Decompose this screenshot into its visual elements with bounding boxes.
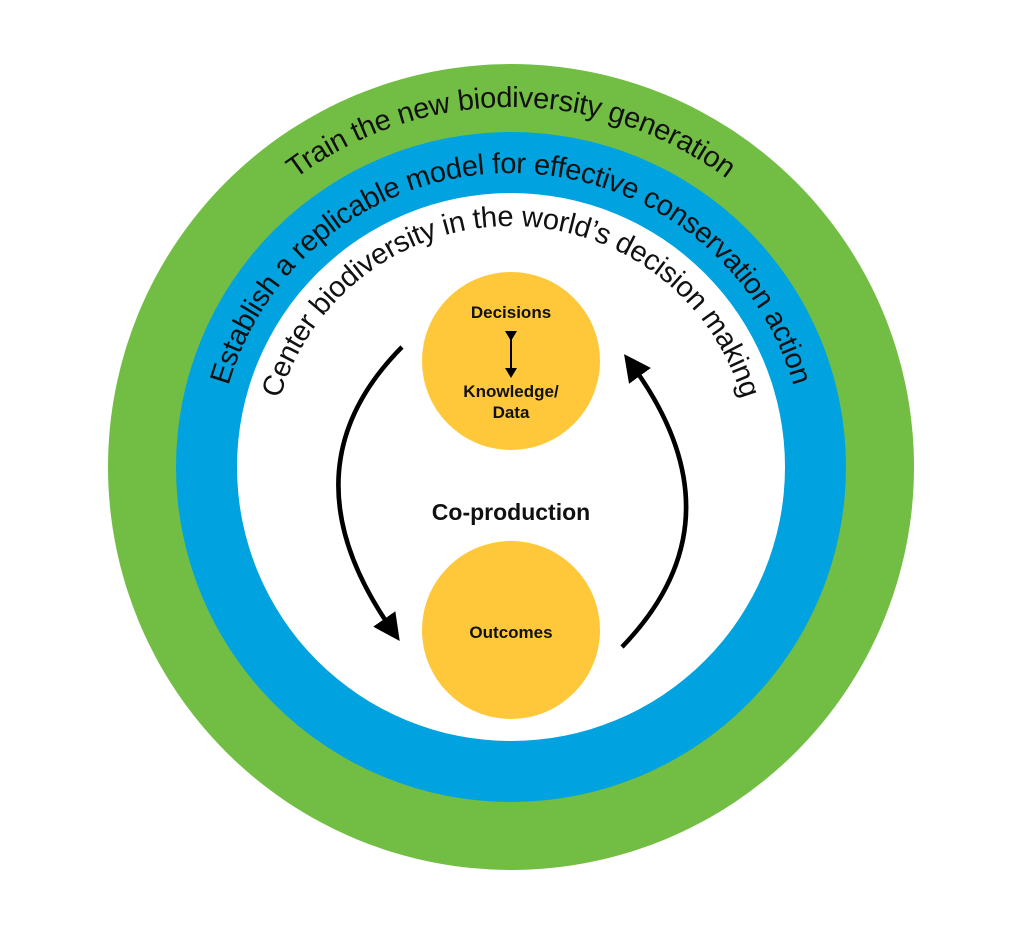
right-cycle-arrow-icon (620, 354, 689, 649)
outcomes-circle (422, 541, 600, 719)
outcomes-node: Outcomes (422, 541, 600, 719)
left-cycle-arrow-icon (336, 345, 404, 642)
co-production-label: Co-production (432, 499, 590, 525)
decisions-knowledge-node: Decisions Knowledge/ Data (422, 272, 600, 450)
decisions-label: Decisions (471, 303, 551, 322)
data-label: Data (493, 403, 530, 422)
outcomes-label: Outcomes (469, 623, 552, 642)
knowledge-label: Knowledge/ (463, 382, 559, 401)
